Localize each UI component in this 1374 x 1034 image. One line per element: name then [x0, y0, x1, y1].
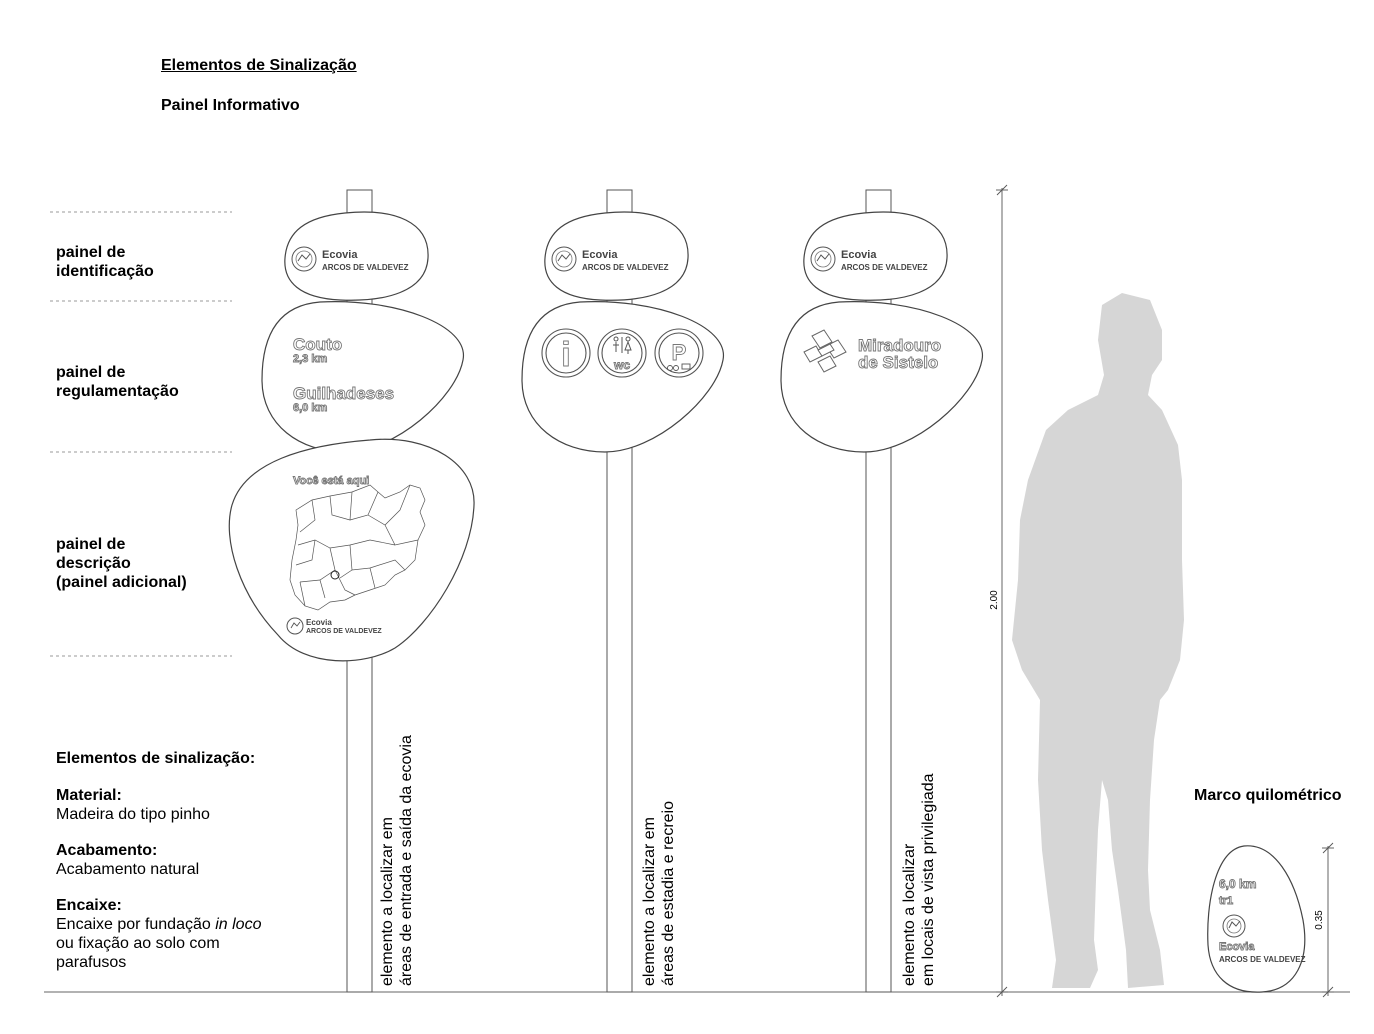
height-total-label: 2.00 [989, 590, 1000, 610]
marker-distance: 6,0 km [1219, 877, 1256, 891]
encaixe-label: Encaixe: [56, 897, 122, 914]
note-line: áreas de entrada e saída da ecovia [398, 735, 415, 986]
materials-heading: Elementos de sinalização: [56, 750, 256, 767]
sign1-brand-place: ARCOS DE VALDEVEZ [322, 263, 409, 272]
sign1-desc-brand-place: ARCOS DE VALDEVEZ [306, 628, 382, 635]
sign3-note: elemento a localizar em locais de vista … [900, 773, 938, 986]
wc-figures-icon [613, 336, 632, 354]
label-line: painel de [56, 244, 126, 261]
label-line: descrição [56, 555, 131, 572]
sign1-brand-name: Ecovia [322, 249, 358, 261]
sign2-brand-name: Ecovia [582, 249, 618, 261]
note-line: áreas de estadia e recreio [660, 801, 677, 986]
sign3-logo-icon [810, 246, 836, 272]
sign1-dest1-dist: 2,3 km [293, 353, 327, 365]
sign1-desc-logo-icon [286, 617, 304, 635]
label-painel-descricao: painel de descrição (painel adicional) [56, 535, 187, 592]
sign3-dest-line1: Miradouro [858, 336, 941, 355]
sign1-desc-brand-name: Ecovia [306, 618, 332, 627]
parking-icon-glyph: P [672, 340, 687, 365]
marker-logo-icon [1222, 914, 1246, 938]
sign1-logo-icon [291, 246, 317, 272]
note-line: elemento a localizar em [641, 817, 658, 986]
sign1-reg-panel [261, 301, 464, 453]
acabamento-value: Acabamento natural [56, 861, 200, 878]
marker-stone [1207, 845, 1306, 993]
sign1-id-panel [284, 211, 429, 301]
marker-title: Marco quilométrico [1194, 787, 1342, 804]
note-line: elemento a localizar em [379, 817, 396, 986]
sign2-brand-place: ARCOS DE VALDEVEZ [582, 263, 669, 272]
binoculars-icon [803, 329, 847, 373]
sign2-id-panel [544, 211, 689, 301]
page-subtitle: Painel Informativo [161, 97, 300, 114]
label-line: painel de [56, 536, 126, 553]
wc-icon-glyph: wc [613, 358, 630, 372]
sign3-reg-panel [780, 301, 983, 453]
height-marker-label: 0.35 [1314, 910, 1325, 930]
material-value: Madeira do tipo pinho [56, 806, 210, 823]
map-caption: Você está aqui [293, 475, 369, 487]
label-line: regulamentação [56, 383, 179, 400]
encaixe-italic: in loco [215, 916, 262, 933]
height-dimension [996, 184, 1008, 998]
info-icon [541, 328, 591, 378]
encaixe-value-line3: parafusos [56, 954, 127, 971]
sign3-brand-name: Ecovia [841, 249, 877, 261]
label-line: (painel adicional) [56, 574, 187, 591]
acabamento-block: Acabamento: Acabamento natural [56, 841, 199, 879]
marker-brand-name: Ecovia [1219, 941, 1255, 953]
human-silhouette [1012, 293, 1184, 988]
sign3-brand-place: ARCOS DE VALDEVEZ [841, 263, 928, 272]
municipality-map [289, 484, 426, 611]
sign3-id-panel [803, 211, 948, 301]
sign1-dest2-dist: 6,0 km [293, 402, 327, 414]
marker-brand-place: ARCOS DE VALDEVEZ [1219, 955, 1306, 964]
bike-car-icon [667, 363, 691, 371]
sign1-desc-panel [228, 438, 475, 662]
label-painel-regulamentacao: painel de regulamentação [56, 363, 179, 401]
marker-height-dimension [1322, 842, 1334, 998]
sign1-dest2-name: Guilhadeses [293, 384, 394, 403]
encaixe-value-line1: Encaixe por fundação in loco [56, 915, 261, 934]
note-line: elemento a localizar [901, 843, 918, 986]
label-line: painel de [56, 364, 126, 381]
acabamento-label: Acabamento: [56, 842, 158, 859]
material-block: Material: Madeira do tipo pinho [56, 786, 210, 824]
sign1-note: elemento a localizar em áreas de entrada… [378, 735, 416, 986]
sign3-dest-line2: de Sistelo [858, 353, 938, 372]
label-painel-identificacao: painel de identificação [56, 243, 154, 281]
label-line: identificação [56, 263, 154, 280]
material-label: Material: [56, 787, 122, 804]
encaixe-value-line2: ou fixação ao solo com [56, 935, 220, 952]
encaixe-text: Encaixe por fundação [56, 916, 216, 933]
sign2-logo-icon [551, 246, 577, 272]
panel-separators [50, 211, 232, 657]
sign1-dest1-name: Couto [293, 335, 342, 354]
parking-icon [654, 328, 704, 378]
sign2-note: elemento a localizar em áreas de estadia… [640, 801, 678, 986]
page-title: Elementos de Sinalização [161, 57, 357, 74]
marker-code: tr1 [1219, 895, 1233, 907]
info-icon-glyph: i [561, 336, 570, 374]
encaixe-block: Encaixe: Encaixe por fundação in loco ou… [56, 896, 261, 972]
note-line: em locais de vista privilegiada [920, 773, 937, 986]
